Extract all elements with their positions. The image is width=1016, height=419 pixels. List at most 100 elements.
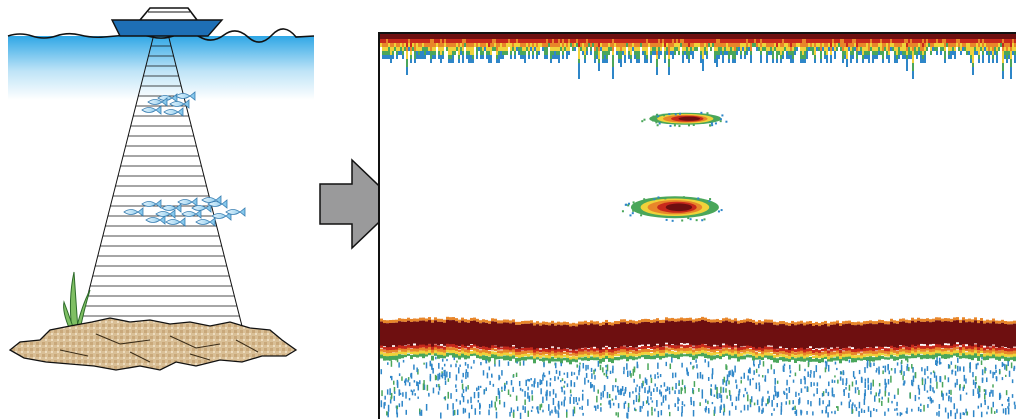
bottom-echo-speckle bbox=[771, 412, 773, 416]
bottom-echo-gradient bbox=[779, 351, 782, 354]
bottom-echo-speckle bbox=[786, 379, 788, 386]
bottom-echo-speckle bbox=[657, 375, 659, 379]
bottom-echo-gradient bbox=[473, 350, 476, 354]
bottom-echo-speckle bbox=[537, 406, 539, 413]
surface-echo-pixel bbox=[922, 43, 924, 47]
bottom-echo-gradient bbox=[641, 349, 644, 353]
surface-echo-pixel bbox=[426, 47, 428, 51]
bottom-echo-core bbox=[620, 322, 623, 348]
bottom-echo-edge bbox=[782, 321, 785, 325]
bottom-echo-edge bbox=[404, 318, 407, 322]
surface-echo-pixel bbox=[912, 55, 914, 59]
bottom-echo-gradient bbox=[968, 348, 971, 353]
bottom-echo-speckle bbox=[396, 405, 399, 410]
bottom-echo-gradient bbox=[731, 346, 734, 350]
bottom-echo-core bbox=[710, 322, 713, 348]
surface-echo-pixel bbox=[858, 47, 860, 51]
fish-school-2 bbox=[123, 195, 246, 227]
bottom-echo-gradient bbox=[875, 357, 878, 361]
surface-echo-pixel bbox=[1014, 51, 1016, 55]
surface-echo-pixel bbox=[716, 59, 718, 63]
bottom-echo-gradient bbox=[452, 344, 455, 349]
surface-echo-pixel bbox=[550, 51, 552, 55]
bottom-echo-speckle bbox=[776, 402, 779, 408]
surface-echo-pixel bbox=[912, 59, 914, 63]
surface-echo-pixel bbox=[776, 47, 778, 51]
bottom-echo-edge bbox=[455, 318, 458, 322]
bottom-echo-core bbox=[497, 323, 500, 350]
surface-echo-pixel bbox=[526, 39, 528, 43]
surface-echo-pixel bbox=[554, 47, 556, 51]
echo-speckle bbox=[656, 124, 659, 127]
surface-echo-pixel bbox=[738, 43, 740, 47]
surface-echo-pixel bbox=[920, 51, 922, 55]
bottom-echo-gradient bbox=[1010, 351, 1013, 356]
surface-echo-pixel bbox=[618, 47, 620, 51]
echo-speckle bbox=[662, 114, 665, 117]
surface-echo-pixel bbox=[766, 43, 768, 47]
surface-echo-pixel bbox=[406, 67, 408, 71]
bottom-echo-speckle bbox=[750, 396, 753, 403]
surface-echo-pixel bbox=[568, 51, 570, 55]
surface-echo-pixel bbox=[566, 47, 568, 51]
bottom-echo-speckle bbox=[687, 371, 689, 377]
bottom-echo-speckle bbox=[449, 372, 451, 379]
bottom-echo-speckle bbox=[516, 406, 519, 412]
bottom-echo-speckle bbox=[890, 375, 892, 383]
bottom-echo-speckle bbox=[989, 394, 991, 397]
bottom-echo-gradient bbox=[893, 347, 896, 351]
surface-echo-pixel bbox=[448, 43, 450, 47]
surface-echo-pixel bbox=[732, 47, 734, 51]
bottom-echo-speckle bbox=[723, 405, 726, 413]
surface-echo-pixel bbox=[810, 43, 812, 47]
bottom-echo-gradient bbox=[716, 348, 719, 352]
bottom-echo-gradient bbox=[974, 353, 977, 358]
fish-icon bbox=[161, 203, 182, 213]
bottom-echo-core bbox=[578, 324, 581, 351]
surface-echo-pixel bbox=[910, 47, 912, 51]
bottom-echo-core bbox=[935, 320, 938, 345]
bottom-echo-speckle bbox=[519, 412, 522, 419]
surface-echo-pixel bbox=[492, 39, 494, 43]
surface-echo-pixel bbox=[430, 55, 432, 59]
bottom-echo-speckle bbox=[501, 370, 503, 376]
bottom-echo-speckle bbox=[879, 389, 881, 394]
bottom-echo-speckle bbox=[615, 378, 617, 383]
surface-echo-pixel bbox=[834, 55, 836, 59]
bottom-echo-gradient bbox=[839, 358, 842, 364]
bottom-echo-speckle bbox=[990, 407, 993, 414]
bottom-echo-speckle bbox=[903, 380, 906, 384]
bottom-echo-core bbox=[491, 321, 494, 347]
bottom-echo-edge bbox=[869, 320, 872, 324]
bottom-echo-gradient bbox=[533, 358, 536, 364]
bottom-echo-gradient bbox=[791, 353, 794, 359]
surface-echo-pixel bbox=[722, 39, 724, 43]
echo-speckle bbox=[656, 113, 659, 116]
surface-echo-pixel bbox=[874, 51, 876, 55]
bottom-echo-gradient bbox=[566, 358, 569, 363]
bottom-echo-gradient bbox=[626, 347, 629, 352]
bottom-echo-speckle bbox=[854, 376, 856, 380]
bottom-echo-gradient bbox=[851, 349, 854, 353]
bottom-echo-speckle bbox=[407, 377, 410, 381]
surface-echo-pixel bbox=[518, 47, 520, 51]
bottom-echo-speckle bbox=[462, 389, 465, 394]
surface-echo-pixel bbox=[574, 47, 576, 51]
echo-speckle bbox=[717, 210, 720, 213]
surface-echo-pixel bbox=[850, 43, 852, 47]
bottom-echo-core bbox=[638, 323, 641, 346]
bottom-echo-speckle bbox=[692, 365, 694, 370]
bottom-echo-core bbox=[968, 321, 971, 347]
bottom-echo-speckle bbox=[477, 399, 480, 403]
surface-echo-pixel bbox=[596, 47, 598, 51]
surface-echo-pixel bbox=[390, 55, 392, 59]
bottom-echo-speckle bbox=[674, 403, 676, 408]
bottom-echo-edge bbox=[752, 319, 755, 323]
bottom-echo-speckle bbox=[477, 385, 480, 391]
bottom-echo-speckle bbox=[698, 388, 700, 392]
surface-echo-pixel bbox=[940, 43, 942, 47]
bottom-echo-edge bbox=[557, 321, 560, 325]
bottom-echo-gradient bbox=[530, 353, 533, 356]
bottom-echo-speckle bbox=[969, 362, 971, 369]
bottom-echo-speckle bbox=[914, 372, 917, 379]
